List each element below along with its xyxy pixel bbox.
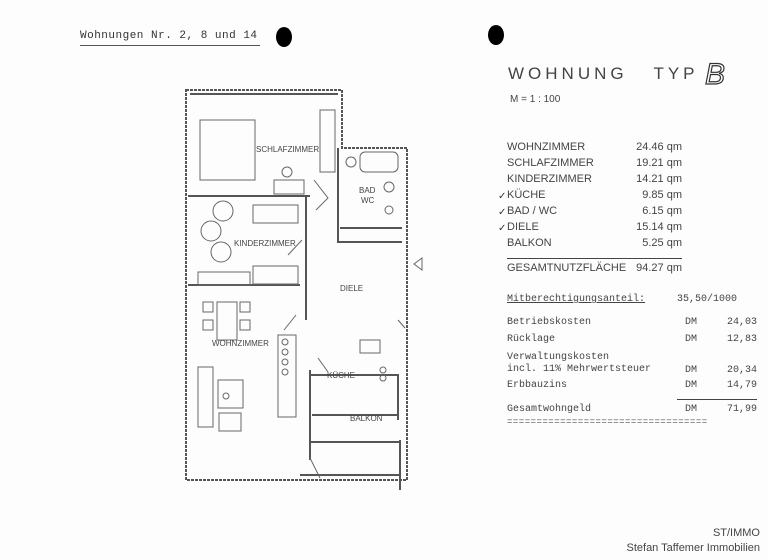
room-label-kinderzimmer: KINDERZIMMER	[234, 239, 296, 248]
room-area: 9.85 qm	[642, 189, 682, 201]
punch-hole-right	[488, 25, 504, 45]
area-row: ✓BAD / WC 6.15 qm	[498, 205, 682, 221]
room-name: SCHLAFZIMMER	[507, 157, 594, 169]
total-area-label: GESAMTNUTZFLÄCHE	[507, 262, 627, 274]
room-label-wohnzimmer: WOHNZIMMER	[212, 339, 269, 348]
room-area: 19.21 qm	[636, 157, 682, 169]
room-name: BALKON	[507, 237, 552, 249]
cost-row: Betriebskosten DM 24,03	[507, 317, 757, 328]
room-name: WOHNZIMMER	[507, 141, 586, 153]
room-label-wc: WC	[361, 196, 375, 205]
area-row: SCHLAFZIMMER 19.21 qm	[507, 157, 682, 173]
brand-logo: ST/IMMO	[712, 527, 760, 539]
cost-label: Rücklage	[507, 334, 556, 345]
room-name: KÜCHE	[507, 189, 546, 201]
room-area: 15.14 qm	[636, 221, 682, 233]
total-cost-currency: DM	[685, 404, 698, 415]
room-area: 6.15 qm	[642, 205, 682, 217]
scale-label: M = 1 : 100	[510, 94, 561, 105]
cost-row: Rücklage DM 12,83	[507, 334, 757, 345]
room-label-kueche: KÜCHE	[327, 371, 355, 380]
room-label-diele: DIELE	[340, 284, 363, 293]
room-name: BAD / WC	[507, 205, 558, 217]
area-total-divider	[507, 258, 682, 259]
cost-row: Erbbauzins DM 14,79	[507, 380, 757, 391]
room-name: DIELE	[507, 221, 539, 233]
cost-currency: DM	[685, 317, 698, 328]
room-area: 5.25 qm	[642, 237, 682, 249]
area-row: BALKON 5.25 qm	[507, 237, 682, 253]
area-row: WOHNZIMMER 24.46 qm	[507, 141, 682, 157]
room-label-balkon: BALKON	[350, 414, 383, 423]
apartments-heading: Wohnungen Nr. 2, 8 und 14	[80, 30, 258, 42]
cost-currency: DM	[685, 380, 698, 391]
cost-label: Erbbauzins	[507, 380, 568, 391]
cost-amount: 12,83	[726, 334, 757, 345]
check-mark-icon: ✓	[498, 207, 507, 218]
total-cost-label: Gesamtwohngeld	[507, 404, 592, 415]
cost-amount: 20,34	[726, 365, 757, 376]
cost-amount: 14,79	[726, 380, 757, 391]
room-area: 24.46 qm	[636, 141, 682, 153]
room-label-schlafzimmer: SCHLAFZIMMER	[256, 145, 319, 154]
company-name: Stefan Taffemer Immobilien	[626, 542, 761, 554]
area-row: KINDERZIMMER 14.21 qm	[507, 173, 682, 189]
total-area-value: 94.27 qm	[636, 262, 682, 274]
total-cost-amount: 71,99	[726, 404, 757, 415]
room-area: 14.21 qm	[636, 173, 682, 185]
cost-label: Verwaltungskosten incl. 11% Mehrwertsteu…	[507, 352, 652, 375]
check-mark-icon: ✓	[498, 191, 507, 202]
cost-total-divider	[677, 399, 757, 400]
floorplan: SCHLAFZIMMER BAD WC KINDERZIMMER DIELE W…	[185, 89, 423, 490]
apartment-type-title: WOHNUNG TYP	[508, 64, 699, 83]
area-total-row: GESAMTNUTZFLÄCHE 94.27 qm	[507, 262, 682, 278]
share-label: Mitberechtigungsanteil:	[507, 294, 646, 305]
cost-currency: DM	[685, 365, 698, 376]
share-row: Mitberechtigungsanteil: 35,50/1000	[507, 294, 757, 305]
double-underline: ==================================	[507, 417, 708, 427]
room-name: KINDERZIMMER	[507, 173, 592, 185]
area-row: ✓DIELE 15.14 qm	[498, 221, 682, 237]
check-mark-icon: ✓	[498, 223, 507, 234]
cost-row: Verwaltungskosten incl. 11% Mehrwertsteu…	[507, 350, 757, 376]
cost-currency: DM	[685, 334, 698, 345]
heading-underline	[80, 45, 260, 46]
room-label-bad: BAD	[359, 186, 376, 195]
punch-hole-left	[276, 27, 292, 47]
cost-total-row: Gesamtwohngeld DM 71,99	[507, 404, 757, 415]
apartment-type-letter: B	[704, 57, 726, 91]
cost-amount: 24,03	[726, 317, 757, 328]
cost-label: Betriebskosten	[507, 317, 592, 328]
area-row: ✓KÜCHE 9.85 qm	[498, 189, 682, 205]
share-value: 35,50/1000	[677, 294, 738, 305]
